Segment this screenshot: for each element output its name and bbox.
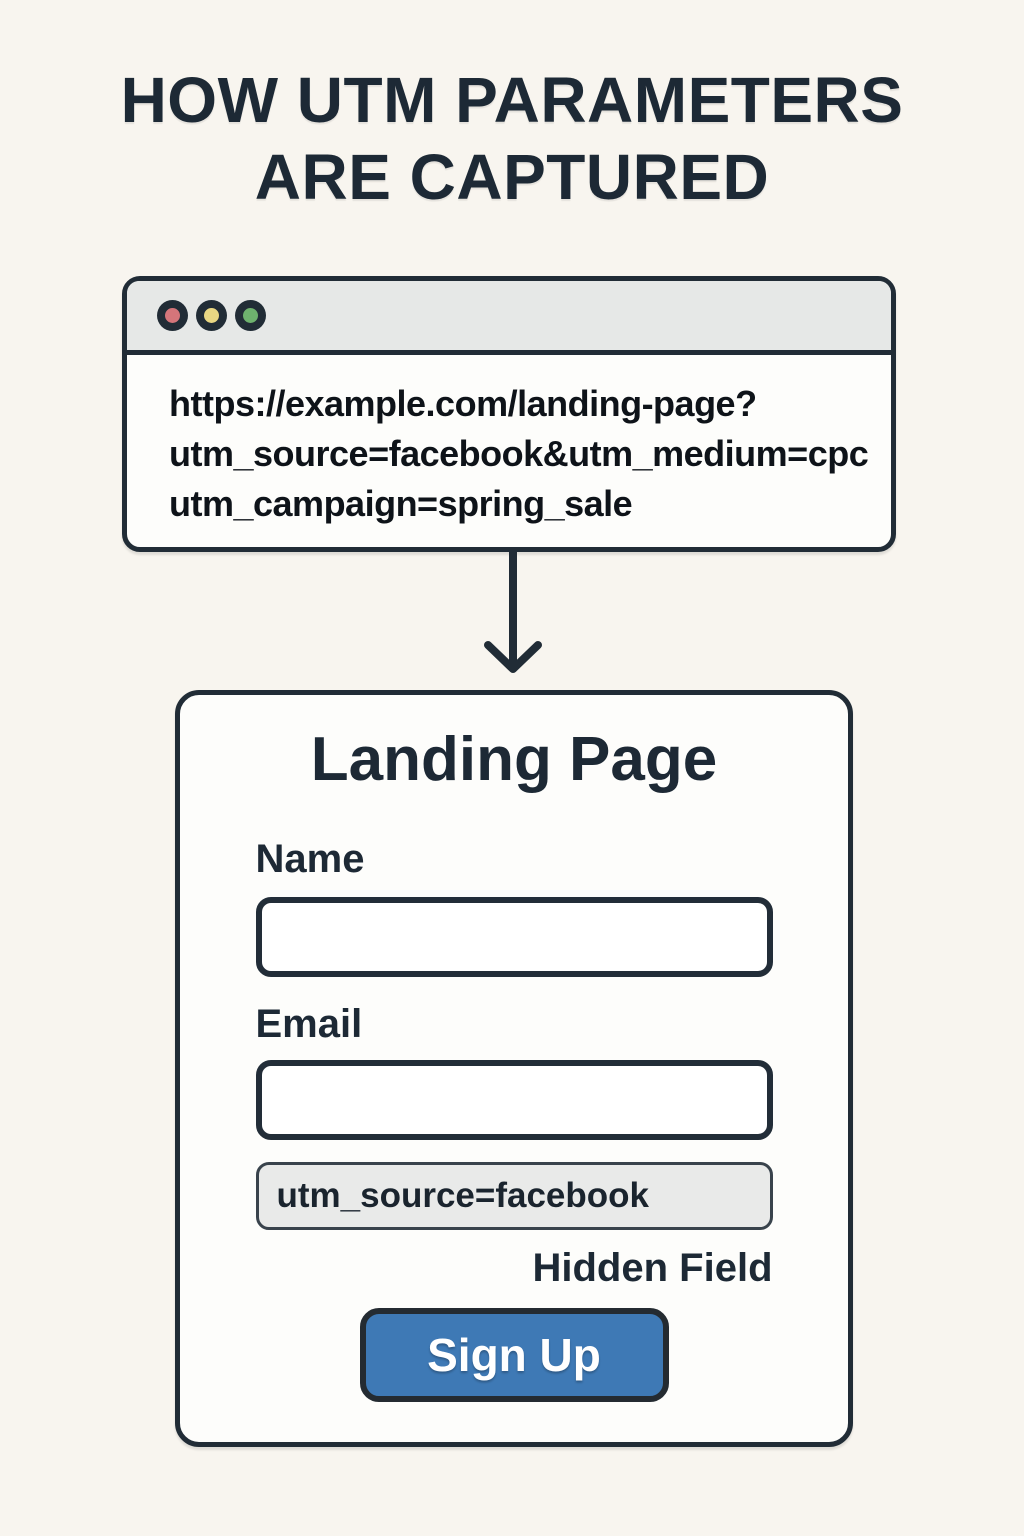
url-line-1: https://example.com/landing-page? <box>169 383 757 424</box>
email-input[interactable] <box>255 1060 773 1140</box>
landing-page-card: Landing Page Name Email Hidden Field Sig… <box>175 690 853 1447</box>
window-maximize-dot <box>243 308 258 323</box>
hidden-field-caption: Hidden Field <box>532 1246 773 1290</box>
window-close-icon <box>157 300 188 331</box>
utm-hidden-field-input <box>255 1162 773 1230</box>
url-display: https://example.com/landing-page? utm_so… <box>127 355 891 529</box>
name-label: Name <box>255 837 365 881</box>
email-label: Email <box>255 1002 363 1046</box>
arrow-down-icon <box>484 549 542 673</box>
page-title: HOW UTM PARAMETERS ARE CAPTURED <box>0 62 1024 216</box>
browser-titlebar <box>127 281 891 355</box>
browser-window: https://example.com/landing-page? utm_so… <box>122 276 896 552</box>
window-minimize-dot <box>204 308 219 323</box>
landing-page-title: Landing Page <box>310 725 718 794</box>
name-input[interactable] <box>255 897 773 977</box>
url-line-2: utm_source=facebook&utm_medium=cpc <box>169 433 869 474</box>
sign-up-button[interactable]: Sign Up <box>359 1308 669 1402</box>
window-close-dot <box>165 308 180 323</box>
page-title-line-1: HOW UTM PARAMETERS <box>120 64 904 136</box>
url-line-3: utm_campaign=spring_sale <box>169 483 633 524</box>
signup-form: Name Email Hidden Field Sign Up <box>255 837 773 1402</box>
window-maximize-icon <box>235 300 266 331</box>
page-title-line-2: ARE CAPTURED <box>254 141 770 213</box>
window-minimize-icon <box>196 300 227 331</box>
